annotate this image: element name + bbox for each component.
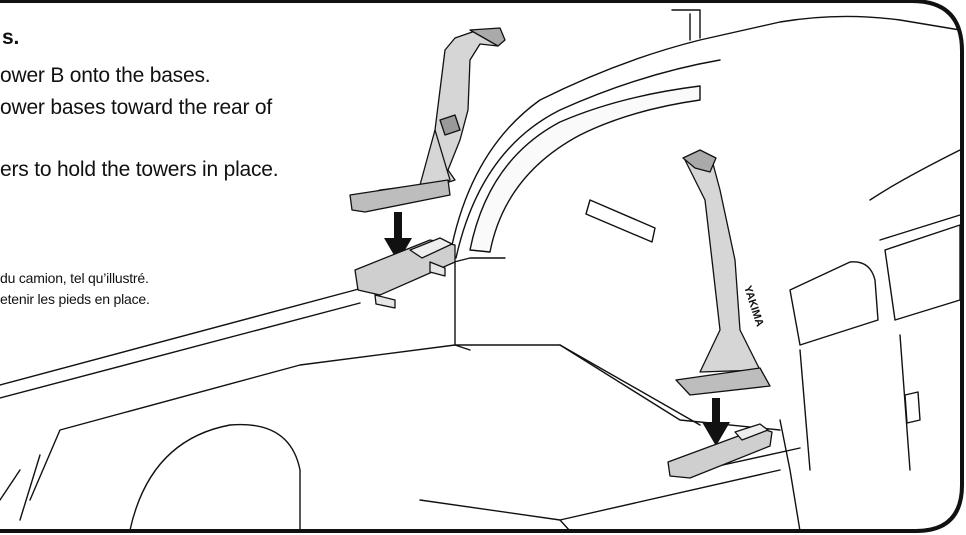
tower-right: YAKIMA [675,149,771,396]
tower-brand-label: YAKIMA [741,284,766,328]
door-handle [904,391,921,424]
wheel-well [129,423,301,531]
instruction-line-2: ower bases toward the rear of [0,96,273,119]
step-heading: s. [2,26,20,49]
tower-base-right [667,423,773,479]
tower-base-left [354,237,456,309]
cab-roof [449,15,961,256]
instruction-line-1: ower B onto the bases. [0,64,211,87]
rear-window [469,85,701,253]
brake-light [585,199,656,243]
instruction-fr-line-1: du camion, tel qu’illustré. [0,270,149,286]
tower-left [349,27,506,213]
instruction-fr-line-2: etenir les pieds en place. [0,291,150,307]
arrow-down-left-icon [384,212,412,262]
instruction-line-3: ers to hold the towers in place. [0,158,279,181]
side-window [789,261,879,346]
arrow-down-right-icon [702,398,730,446]
bed-floor [29,344,781,501]
